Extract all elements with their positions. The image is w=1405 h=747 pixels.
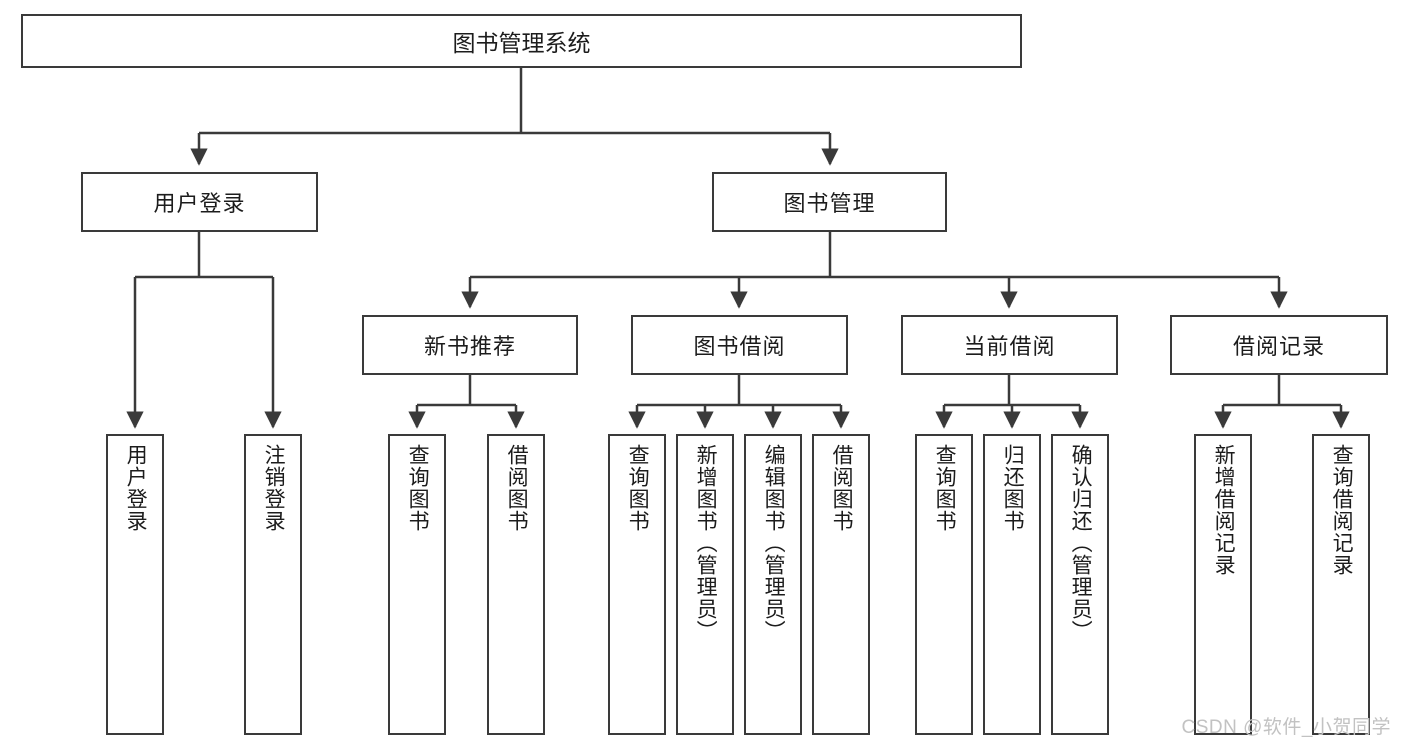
leaf-label: 新增借阅记录 [1212, 444, 1236, 576]
leaf-label: 新增图书（管理员） [694, 444, 718, 642]
node-leaf-cur-confirm-return[interactable]: 确认归还（管理员） [1051, 434, 1109, 735]
leaf-label: 查询图书 [626, 444, 650, 532]
node-root-label: 图书管理系统 [452, 30, 591, 56]
leaf-label: 借阅图书 [830, 444, 854, 532]
node-current-borrow[interactable]: 当前借阅 [901, 315, 1118, 375]
node-book-borrow-label: 图书借阅 [693, 334, 786, 359]
leaf-label: 确认归还（管理员） [1069, 444, 1093, 642]
node-leaf-rec-borrow-book[interactable]: 借阅图书 [487, 434, 545, 735]
node-leaf-borrow-edit-book[interactable]: 编辑图书（管理员） [744, 434, 802, 735]
node-new-book-rec[interactable]: 新书推荐 [362, 315, 578, 375]
node-user-login[interactable]: 用户登录 [81, 172, 318, 232]
node-leaf-rec-add-record[interactable]: 新增借阅记录 [1194, 434, 1252, 735]
node-leaf-rec-query-record[interactable]: 查询借阅记录 [1312, 434, 1370, 735]
leaf-label: 借阅图书 [505, 444, 529, 532]
node-borrow-record-label: 借阅记录 [1232, 334, 1325, 359]
leaf-label: 查询图书 [933, 444, 957, 532]
node-borrow-record[interactable]: 借阅记录 [1170, 315, 1388, 375]
leaf-label: 归还图书 [1001, 444, 1025, 532]
node-leaf-rec-query-book[interactable]: 查询图书 [388, 434, 446, 735]
node-leaf-user-logout[interactable]: 注销登录 [244, 434, 302, 735]
leaf-label: 查询借阅记录 [1330, 444, 1354, 576]
node-leaf-user-login[interactable]: 用户登录 [106, 434, 164, 735]
node-book-manage[interactable]: 图书管理 [712, 172, 947, 232]
node-book-manage-label: 图书管理 [783, 191, 876, 216]
node-root-system[interactable]: 图书管理系统 [21, 14, 1022, 68]
node-leaf-cur-return-book[interactable]: 归还图书 [983, 434, 1041, 735]
node-leaf-borrow-query-book[interactable]: 查询图书 [608, 434, 666, 735]
node-user-login-label: 用户登录 [153, 191, 246, 216]
node-new-book-rec-label: 新书推荐 [423, 334, 516, 359]
leaf-label: 用户登录 [124, 444, 148, 532]
leaf-label: 注销登录 [262, 444, 286, 532]
node-leaf-borrow-add-book[interactable]: 新增图书（管理员） [676, 434, 734, 735]
node-book-borrow[interactable]: 图书借阅 [631, 315, 848, 375]
leaf-label: 查询图书 [406, 444, 430, 532]
node-leaf-cur-query-book[interactable]: 查询图书 [915, 434, 973, 735]
leaf-label: 编辑图书（管理员） [762, 444, 786, 642]
node-leaf-borrow-borrow-book[interactable]: 借阅图书 [812, 434, 870, 735]
node-current-borrow-label: 当前借阅 [963, 334, 1056, 359]
